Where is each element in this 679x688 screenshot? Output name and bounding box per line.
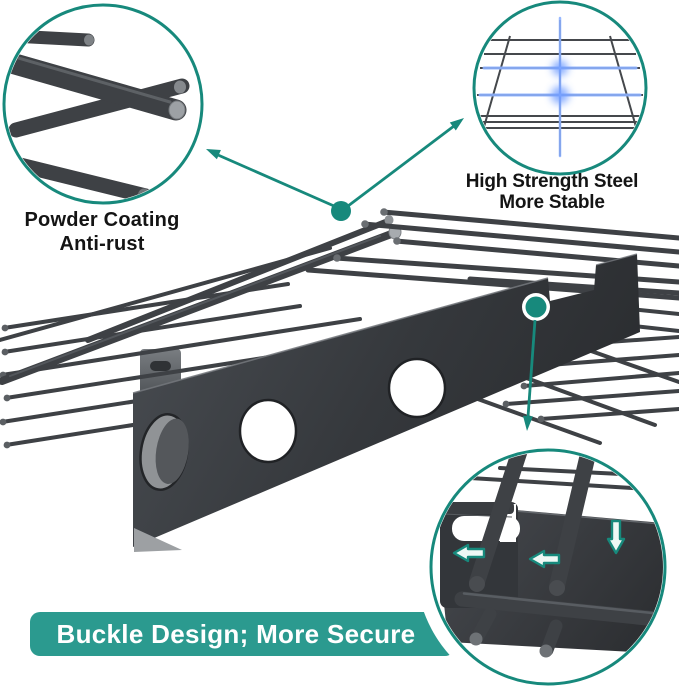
leader-line-buckle [526,319,537,418]
arrowhead-powder [206,149,221,160]
steel-caption-line2: More Stable [499,192,605,214]
mounting-bracket-panel [132,253,640,552]
leader-line-steel [347,124,455,208]
powder-caption-line2: Anti-rust [59,232,145,255]
buckle-pegs [469,607,563,658]
steel-grid-graphic [476,10,644,164]
wall-shelf-product [0,208,679,552]
buckle-bottom-rail [454,591,663,629]
steel-grid-inset [472,0,648,176]
leader-line-powder [217,153,335,208]
panel-hole-left [139,413,189,491]
callout-dot-top [331,201,351,221]
front-rail [0,224,402,385]
arrowhead-steel [449,118,464,131]
panel-hole-middle [238,398,298,464]
powder-inset-ring [2,3,204,205]
buckle-tube-1 [469,452,528,590]
stress-glow [476,10,644,164]
steel-caption-line1: High Strength Steel [465,171,639,192]
powder-caption-line1: Powder Coating [24,209,180,231]
bottom-flange [134,528,182,552]
tab-slot [150,361,171,371]
arrow-left-icon [452,543,486,563]
arrowhead-buckle [523,415,533,431]
panel-hole-right [387,357,447,419]
callout-dot-buckle [525,296,547,318]
arrow-down-icon [606,519,626,555]
callout-markers [206,118,550,431]
powder-coating-inset [2,3,204,205]
steel-caption: High Strength Steel More Stable [452,171,652,214]
buckle-inset-ring [429,448,667,686]
steel-inset-ring [472,0,648,176]
arrow-left-icon [528,549,561,569]
buckle-tube-2 [549,452,597,594]
buckle-inset [416,435,679,688]
banner-background [30,612,455,656]
powder-coating-caption: Powder Coating Anti-rust [7,209,197,256]
